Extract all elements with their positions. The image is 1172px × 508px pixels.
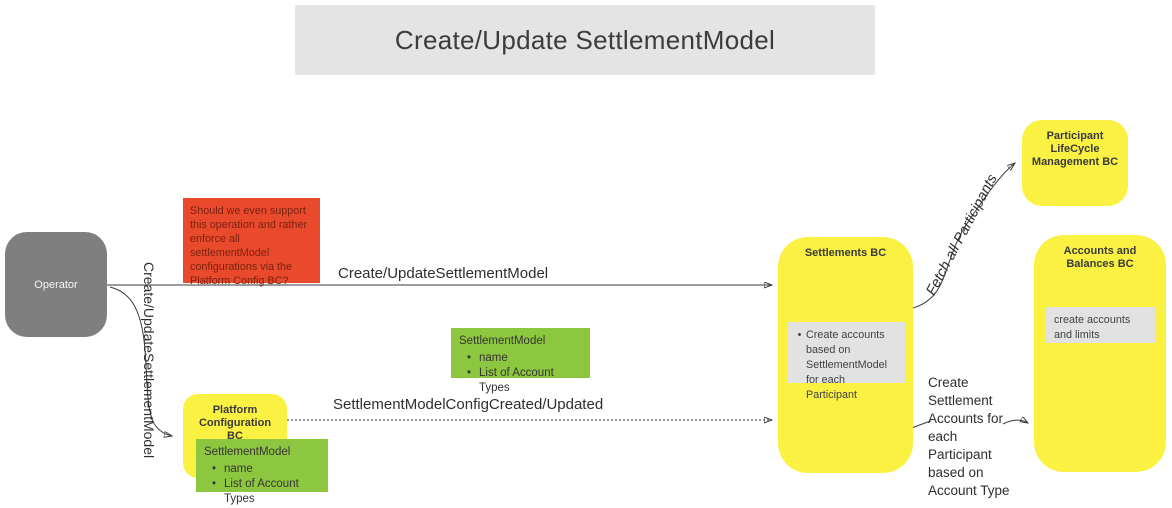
node-participant-lifecycle-management-bc[interactable]: Participant LifeCycle Management BC xyxy=(1022,120,1128,206)
bullet-icon: • xyxy=(466,352,472,364)
node-operator-label: Operator xyxy=(34,278,78,291)
bullet-icon: • xyxy=(211,463,217,475)
sticky-note-settlement-model-bottom-title: SettlementModel xyxy=(204,446,291,458)
sticky-note-question[interactable]: Should we even support this operation an… xyxy=(183,198,320,287)
node-participant-lifecycle-management-bc-label: Participant LifeCycle Management BC xyxy=(1031,130,1119,168)
bullet-icon: • xyxy=(211,478,217,490)
settlement-model-bottom-item: List of Account Types xyxy=(224,478,299,505)
edge-label-create-update-settlement-model[interactable]: Create/UpdateSettlementModel xyxy=(338,265,549,282)
edge-label-create-settlement-accounts[interactable]: Create Settlement Accounts for each Part… xyxy=(928,375,1010,498)
sticky-note-settlement-model-bottom[interactable]: SettlementModel • name • List of Account… xyxy=(196,439,328,505)
node-settlements-bc[interactable]: Settlements BC • Create accounts based o… xyxy=(778,237,913,473)
edge-label-settlement-model-config-created-updated[interactable]: SettlementModelConfigCreated/Updated xyxy=(333,396,604,413)
settlement-model-mid-item: List of Account Types xyxy=(479,367,554,394)
accounts-and-balances-bc-note-text: create accounts and limits xyxy=(1054,314,1131,341)
settlements-bc-note-text: Create accounts based on SettlementModel… xyxy=(806,329,888,401)
settlements-bc-note[interactable]: • Create accounts based on SettlementMod… xyxy=(787,322,905,401)
settlement-model-bottom-item: name xyxy=(224,463,253,475)
node-settlements-bc-label: Settlements BC xyxy=(804,247,887,259)
edge-label-create-update-settlement-model-vertical[interactable]: Create/UpdateSettlementModel xyxy=(141,262,157,459)
bullet-icon: • xyxy=(466,367,472,379)
title-banner[interactable]: Create/Update SettlementModel xyxy=(295,5,875,75)
bullet-icon: • xyxy=(797,329,802,341)
accounts-and-balances-bc-note[interactable]: create accounts and limits xyxy=(1046,307,1155,343)
edge-label-fetch-all-participants[interactable]: Fetch all Participants xyxy=(923,171,1001,299)
node-operator[interactable]: Operator xyxy=(5,232,107,337)
sticky-note-settlement-model-mid[interactable]: SettlementModel • name • List of Account… xyxy=(451,328,590,394)
node-platform-configuration-bc-label: Platform Configuration BC xyxy=(198,404,272,442)
sticky-note-question-text: Should we even support this operation an… xyxy=(190,205,308,287)
page-title: Create/Update SettlementModel xyxy=(394,24,776,55)
node-accounts-and-balances-bc-label: Accounts and Balances BC xyxy=(1063,245,1137,270)
node-accounts-and-balances-bc[interactable]: Accounts and Balances BC create accounts… xyxy=(1034,235,1166,472)
settlement-model-mid-item: name xyxy=(479,352,508,364)
sticky-note-settlement-model-mid-title: SettlementModel xyxy=(459,335,546,347)
